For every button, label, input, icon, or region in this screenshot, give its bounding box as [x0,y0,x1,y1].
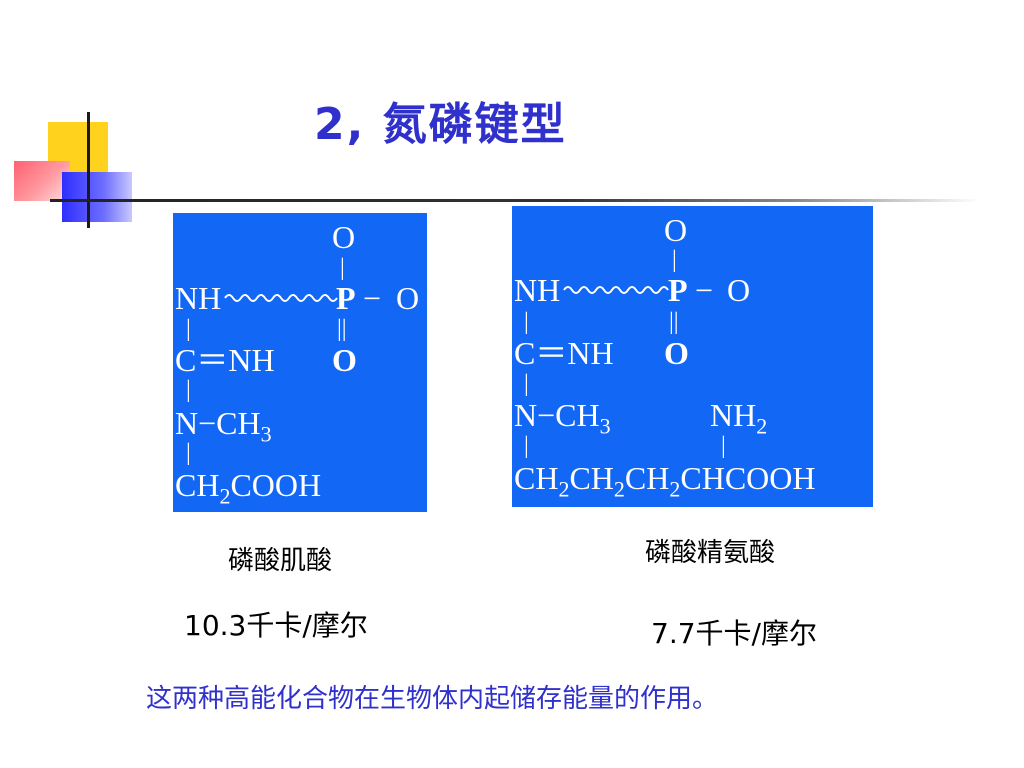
energy-value-phosphocreatine: 10.3千卡/摩尔 [184,609,368,642]
carbon-chain: CH2CH2CH2CHCOOH [514,460,816,502]
single-bond-vertical: | [186,377,191,403]
single-bond-vertical: | [721,433,726,459]
oxygen-right: O [396,280,420,316]
phosphoarginine-structure-panel: O | NH P − O | || C＝NH O | N−CH3 NH2 | |… [512,206,873,507]
nh-group: NH [514,272,561,308]
c-double-nh: C＝NH [175,342,275,378]
single-bond-vertical: | [524,309,529,335]
high-energy-bond-wavy-line [224,294,338,302]
decor-blue-square [62,172,132,222]
decor-red-square [14,161,70,201]
double-bond-vertical: || [337,316,347,342]
phosphocreatine-structure-panel: O | NH P − O | || C＝NH O | N−CH3 | CH2CO… [173,213,427,512]
compound-name-phosphoarginine: 磷酸精氨酸 [645,538,776,568]
nh2-group: NH2 [710,397,768,439]
oxygen-top: O [332,219,356,255]
energy-value-phosphoarginine: 7.7千卡/摩尔 [651,617,817,650]
single-bond-vertical: | [524,371,529,397]
decor-vertical-line [87,112,90,228]
oxygen-double: O [664,335,689,371]
high-energy-bond-wavy-line [563,286,669,294]
single-bond-vertical: | [672,247,677,273]
single-bond-vertical: | [340,255,345,281]
oxygen-right: O [727,272,751,308]
n-ch3-group: N−CH3 [514,397,611,439]
phosphorus-atom: P [668,272,688,308]
compound-name-phosphocreatine: 磷酸肌酸 [228,546,333,576]
p-o-bond: − [695,272,714,308]
oxygen-top: O [664,212,688,248]
single-bond-vertical: | [186,440,191,466]
nh-group: NH [175,280,222,316]
single-bond-vertical: | [186,316,191,342]
c-double-nh: C＝NH [514,335,614,371]
ch2cooh-group: CH2COOH [175,467,322,509]
p-o-bond: − [363,280,382,316]
decor-horizontal-rule [50,199,980,202]
single-bond-vertical: | [524,433,529,459]
double-bond-vertical: || [669,309,679,335]
slide-title: 2, 氮磷键型 [314,99,567,150]
n-ch3-group: N−CH3 [175,405,272,447]
summary-sentence: 这两种高能化合物在生物体内起储存能量的作用。 [146,684,719,714]
phosphorus-atom: P [336,280,356,316]
oxygen-double: O [332,342,357,378]
